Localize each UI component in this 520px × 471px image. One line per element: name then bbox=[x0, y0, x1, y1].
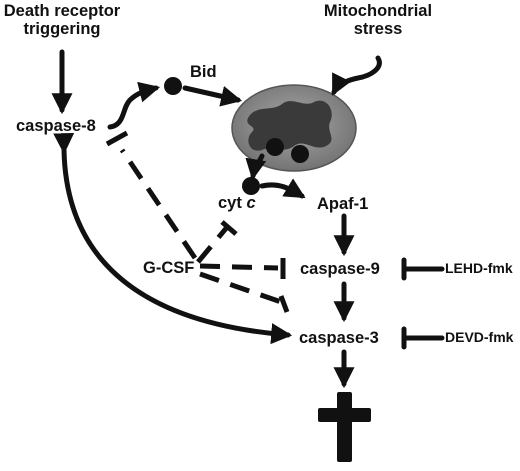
death-receptor-line1: Death receptor bbox=[3, 2, 121, 20]
arrow-caspase8-to-bid bbox=[107, 81, 161, 130]
mitochondrial-stress-label: Mitochondrial stress bbox=[318, 2, 438, 38]
bid-dot bbox=[164, 77, 182, 95]
bid-label: Bid bbox=[190, 63, 217, 81]
death-receptor-label: Death receptor triggering bbox=[0, 2, 124, 38]
mito-stress-line1: Mitochondrial bbox=[323, 2, 433, 20]
cytc-dot-mito-1 bbox=[266, 138, 284, 156]
lehd-fmk-label: LEHD-fmk bbox=[445, 260, 513, 276]
inhibit-gcsf-to-cytc bbox=[196, 224, 230, 264]
arrow-caspase3-caspase8-loop bbox=[53, 132, 293, 345]
inhibit-gcsf-to-caspase3 bbox=[199, 271, 285, 306]
inhibit-gcsf-to-caspase9 bbox=[199, 263, 279, 271]
caspase3-label: caspase-3 bbox=[299, 329, 379, 347]
gcsf-label: G-CSF bbox=[143, 259, 195, 277]
arrow-bid-to-mito bbox=[182, 85, 243, 107]
cyt-c-italic: c bbox=[246, 194, 256, 212]
caspase9-label: caspase-9 bbox=[300, 260, 380, 278]
cytc-dot-released bbox=[242, 177, 260, 195]
cytc-label: cyt c bbox=[218, 194, 256, 212]
devd-fmk-label: DEVD-fmk bbox=[445, 329, 514, 345]
apaf1-label: Apaf-1 bbox=[317, 195, 369, 213]
death-receptor-line2: triggering bbox=[23, 20, 101, 39]
cyt-text: cyt bbox=[218, 194, 242, 212]
cytc-dot-mito-2 bbox=[291, 145, 309, 163]
mito-stress-line2: stress bbox=[353, 20, 403, 39]
arrow-cytc-to-apaf1 bbox=[259, 178, 306, 199]
arrow-mito-stress bbox=[331, 55, 382, 96]
caspase8-label: caspase-8 bbox=[16, 117, 96, 135]
cell-death-cross bbox=[318, 392, 371, 462]
inhibit-gcsf-to-caspase8 bbox=[119, 148, 198, 260]
